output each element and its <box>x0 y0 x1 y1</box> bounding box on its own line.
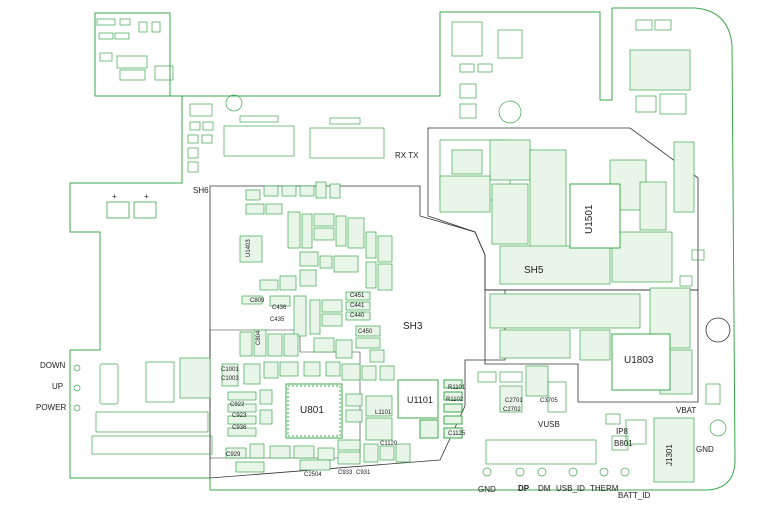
side-label-plus-2: + <box>144 192 149 201</box>
chip-label-u1403: U1403 <box>246 239 252 257</box>
ref-label: C936 <box>232 425 247 431</box>
ref-label: R1102 <box>446 397 464 403</box>
u1101-chip <box>397 379 463 439</box>
top-left-module <box>96 18 174 81</box>
ref-label: C2702 <box>503 407 521 413</box>
ref-label: C804 <box>256 330 262 345</box>
plus-pads <box>106 201 157 219</box>
ref-label: C435 <box>270 317 285 323</box>
bottom-label-dp: DP <box>518 484 530 493</box>
bottom-label-usb-id: USB_ID <box>556 484 585 493</box>
side-label-down: DOWN <box>40 361 66 370</box>
bottom-label-gnd: GND <box>478 485 496 494</box>
ref-label: R1101 <box>448 385 466 391</box>
side-label-gnd-right: GND <box>696 445 714 454</box>
ref-label: L1101 <box>375 410 392 416</box>
side-label-rx-tx: RX TX <box>395 151 419 160</box>
u801-chip <box>285 383 343 439</box>
ref-label: C1120 <box>380 441 398 447</box>
bottom-label-dm: DM <box>538 484 551 493</box>
side-label-power: POWER <box>36 403 67 412</box>
ref-label: C2504 <box>304 472 322 478</box>
ref-label: C436 <box>272 305 287 311</box>
ref-label: C451 <box>350 293 365 299</box>
sh1803-region <box>484 289 699 403</box>
sh6-module <box>187 94 385 173</box>
chip-label-u1101: U1101 <box>407 395 433 405</box>
mounting-hole-right <box>705 317 731 343</box>
bottom-label-batt-id: BATT_ID <box>618 491 651 500</box>
ref-label: C933 <box>338 470 353 476</box>
ref-label: C929 <box>226 452 241 458</box>
ref-label: C1003 <box>221 376 239 382</box>
u1501-chip <box>569 183 621 249</box>
sh3-components <box>221 181 411 473</box>
region-label-sh5: SH5 <box>524 265 544 276</box>
side-switch-cluster <box>73 357 213 455</box>
side-label-vusb: VUSB <box>538 420 560 429</box>
chip-label-u1501: U1501 <box>584 204 595 234</box>
chip-label-u1803: U1803 <box>624 355 654 366</box>
ref-label: C450 <box>358 329 373 335</box>
side-label-ip8: IP8 <box>616 427 629 436</box>
ref-label: C923 <box>232 413 247 419</box>
chip-label-u801: U801 <box>300 405 324 416</box>
chip-label-j1301: J1301 <box>665 444 674 466</box>
side-label-up: UP <box>52 382 64 391</box>
ref-label: C1125 <box>448 431 466 437</box>
ref-label: C809 <box>250 298 265 304</box>
u1803-chip <box>611 333 671 391</box>
bottom-label-therm: THERM <box>590 484 619 493</box>
side-label-vbat: VBAT <box>676 406 697 415</box>
ref-label: C1001 <box>221 367 239 373</box>
ref-label: C3705 <box>540 398 558 404</box>
ref-label: C922 <box>230 402 245 408</box>
ref-label: C441 <box>350 303 365 309</box>
ref-label: C931 <box>356 470 371 476</box>
ref-label: C2701 <box>505 398 523 404</box>
sh5-components <box>439 139 673 285</box>
usb-battery-area <box>477 365 727 483</box>
ref-label: C440 <box>350 313 365 319</box>
side-label-b801: B801 <box>614 439 633 448</box>
region-label-sh6: SH6 <box>193 186 209 195</box>
region-label-sh3: SH3 <box>403 321 423 332</box>
side-label-plus-1: + <box>112 192 117 201</box>
board-outline <box>69 7 736 491</box>
top-right-module <box>451 19 705 287</box>
